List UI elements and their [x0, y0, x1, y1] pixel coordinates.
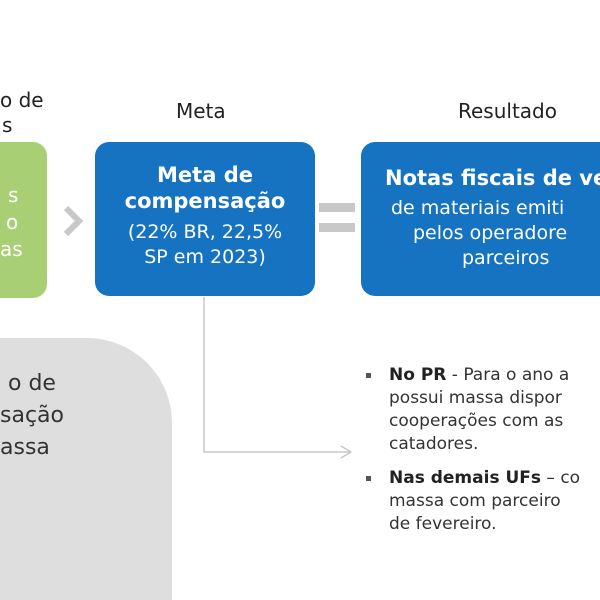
gray-box-text-2: sação [0, 403, 64, 428]
bullet-1-bold: No PR [389, 365, 447, 385]
bullet-1-first-line: No PR - Para o ano a [389, 365, 569, 385]
meta-box-detail-2: SP em 2023) [144, 246, 266, 268]
gray-box-text-3: assa [0, 435, 50, 460]
gray-box [0, 338, 172, 600]
bullet-2-first-line: Nas demais UFs – co [389, 468, 580, 488]
meta-header: Meta [176, 99, 226, 123]
chevron-right-icon [63, 205, 84, 237]
result-box-line-4: parceiros [462, 247, 550, 269]
green-box-text-2: o [6, 210, 19, 234]
meta-box-title-2: compensação [124, 189, 286, 213]
meta-box-title-1: Meta de [157, 163, 253, 187]
left-header-fragment-1: o de [0, 88, 44, 112]
result-box: Notas fiscais de ve de materiais emiti p… [361, 142, 600, 296]
green-box [0, 142, 47, 298]
resultado-header: Resultado [458, 99, 557, 123]
equals-bar-top [319, 203, 355, 212]
meta-box-detail-1: (22% BR, 22,5% [127, 221, 283, 243]
bullet-2-rest: – co [541, 468, 581, 488]
bullet-1-line-3: cooperações com as [389, 411, 564, 431]
gray-box-text-1: o de [8, 371, 56, 396]
bullet-2-line-2: massa com parceiro [389, 491, 561, 511]
bullet-1-line-2: possui massa dispor [389, 388, 562, 408]
bullet-2-bold: Nas demais UFs [389, 468, 542, 488]
bullet-marker-1 [366, 373, 371, 378]
equals-bar-bottom [319, 223, 355, 232]
left-header-fragment-2: s [2, 113, 13, 137]
green-box-text-3: as [0, 237, 23, 261]
bullet-1-line-4: catadores. [389, 434, 479, 454]
bullet-1-rest: - Para o ano a [446, 365, 570, 385]
result-box-title: Notas fiscais de ve [385, 166, 600, 190]
result-box-line-3: pelos operadore [413, 222, 568, 244]
meta-box: Meta de compensação (22% BR, 22,5% SP em… [95, 142, 315, 296]
bullet-marker-2 [366, 476, 371, 481]
bullet-2-line-3: de fevereiro. [389, 514, 497, 534]
result-box-line-2: de materiais emiti [391, 197, 565, 219]
green-box-text-1: s [8, 183, 19, 207]
